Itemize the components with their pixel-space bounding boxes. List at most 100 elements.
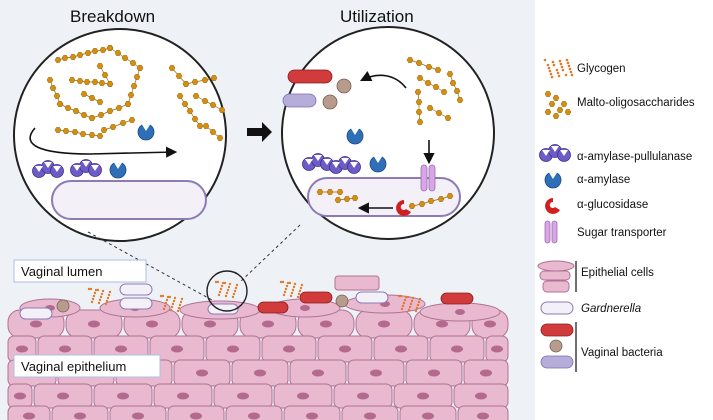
glucose-unit <box>425 64 433 70</box>
glycogen-dot <box>164 301 168 305</box>
glycogen-dot <box>401 304 405 308</box>
glucose-unit <box>106 108 114 114</box>
glucose-unit <box>196 123 204 129</box>
cell-nucleus <box>177 392 189 400</box>
glycogen-chain-group <box>46 45 226 141</box>
glucose-unit <box>84 50 92 56</box>
glycogen-dot <box>172 299 176 303</box>
cell-nucleus <box>132 412 144 420</box>
glucose-unit <box>456 97 464 103</box>
cell-nucleus <box>283 345 295 353</box>
cell-nucleus <box>262 320 274 328</box>
malto-unit <box>564 109 572 115</box>
glucose-unit <box>343 196 351 202</box>
glycogen-dot <box>291 288 295 292</box>
lumen-label-box <box>13 259 147 283</box>
glycogen-dot <box>105 299 109 303</box>
glycogen-dot <box>180 297 184 301</box>
glucose-unit <box>440 89 448 95</box>
glycogen-dot <box>284 287 288 291</box>
glucose-unit <box>414 89 422 95</box>
malto-unit <box>544 91 552 97</box>
cell-nucleus <box>248 412 260 420</box>
glucose-unit <box>88 95 96 101</box>
glucose-unit <box>334 197 342 203</box>
epithelium-label-box <box>13 354 161 378</box>
glycogen-dot <box>415 306 419 310</box>
glycosidic-bond <box>185 77 215 85</box>
glucose-unit <box>96 99 104 105</box>
glycogen-dot <box>300 283 304 287</box>
cell-nucleus <box>14 392 26 400</box>
glycogen-dot <box>234 286 238 290</box>
glycogen-dot <box>226 288 230 292</box>
glucose-unit <box>61 55 69 61</box>
glucose-unit <box>83 79 91 85</box>
legend-amylase-icon <box>544 170 562 189</box>
glycogen-dot <box>566 61 570 65</box>
cocci-bacterium <box>56 299 70 313</box>
glucose-unit <box>101 72 109 78</box>
cell-nucleus <box>171 345 183 353</box>
glycogen-dot <box>397 294 401 298</box>
glycogen-dot <box>564 73 568 77</box>
glucose-unit <box>71 129 79 135</box>
legend-cocci-icon <box>549 339 563 353</box>
glycogen-dot <box>557 74 561 78</box>
bacterium-cell <box>307 177 461 217</box>
glucose-unit <box>435 110 443 116</box>
glycogen-dot <box>99 295 103 299</box>
glycogen-dot <box>107 293 111 297</box>
glycogen-dot <box>87 287 91 291</box>
glucose-unit <box>186 108 194 114</box>
glycogen-dot <box>169 308 173 312</box>
glycosidic-bond <box>195 95 223 111</box>
glucose-unit <box>100 127 108 133</box>
glycosidic-bond <box>417 91 421 123</box>
glycogen-dot <box>283 290 287 294</box>
glucose-unit <box>91 79 99 85</box>
glucose-unit <box>96 63 104 69</box>
legend-amylase-pullulanase-icon <box>539 144 571 162</box>
glucose-unit <box>76 52 84 58</box>
cell-nucleus <box>320 320 332 328</box>
glycogen-dot <box>219 287 223 291</box>
glycogen-dot <box>218 290 222 294</box>
legend-glucosidase-label: α-glucosidase <box>577 199 648 211</box>
cell-nucleus <box>88 320 100 328</box>
legend-epithelial-icon <box>537 260 575 272</box>
glucose-unit <box>446 71 454 77</box>
cocci-bacterium <box>322 94 338 110</box>
glycogen-dot <box>411 296 415 300</box>
malto-unit <box>552 113 560 119</box>
cell-nucleus <box>475 392 487 400</box>
glucose-unit <box>129 60 137 66</box>
glycogen-dot <box>408 305 412 309</box>
rod-bacterium <box>287 69 333 84</box>
glucose-unit <box>408 203 416 209</box>
glucose-unit <box>416 75 424 81</box>
lumen-contents <box>19 275 474 320</box>
glycosidic-bond <box>409 59 439 71</box>
glycogen-dot <box>94 288 98 292</box>
cell-nucleus <box>484 320 496 328</box>
glycogen-dot <box>569 70 573 74</box>
glucose-unit <box>176 93 184 99</box>
glucose-unit <box>426 105 434 111</box>
glycogen-dot <box>297 292 301 296</box>
glycogen-dot <box>555 68 559 72</box>
gardnerella <box>207 303 239 315</box>
glucose-unit <box>415 60 423 66</box>
glycosidic-bond <box>449 73 461 101</box>
utilization-title: Utilization <box>340 7 414 26</box>
glucose-unit <box>191 79 199 85</box>
glycogen-dot <box>214 280 218 284</box>
glucose-unit <box>80 91 88 97</box>
glycogen-dot <box>93 291 97 295</box>
glycosidic-bond <box>49 79 61 105</box>
glucose-unit <box>54 127 62 133</box>
cell-nucleus <box>59 345 71 353</box>
glucose-unit <box>128 117 136 123</box>
cell-nucleus <box>297 392 309 400</box>
legend-glucosidase-icon <box>545 198 560 214</box>
